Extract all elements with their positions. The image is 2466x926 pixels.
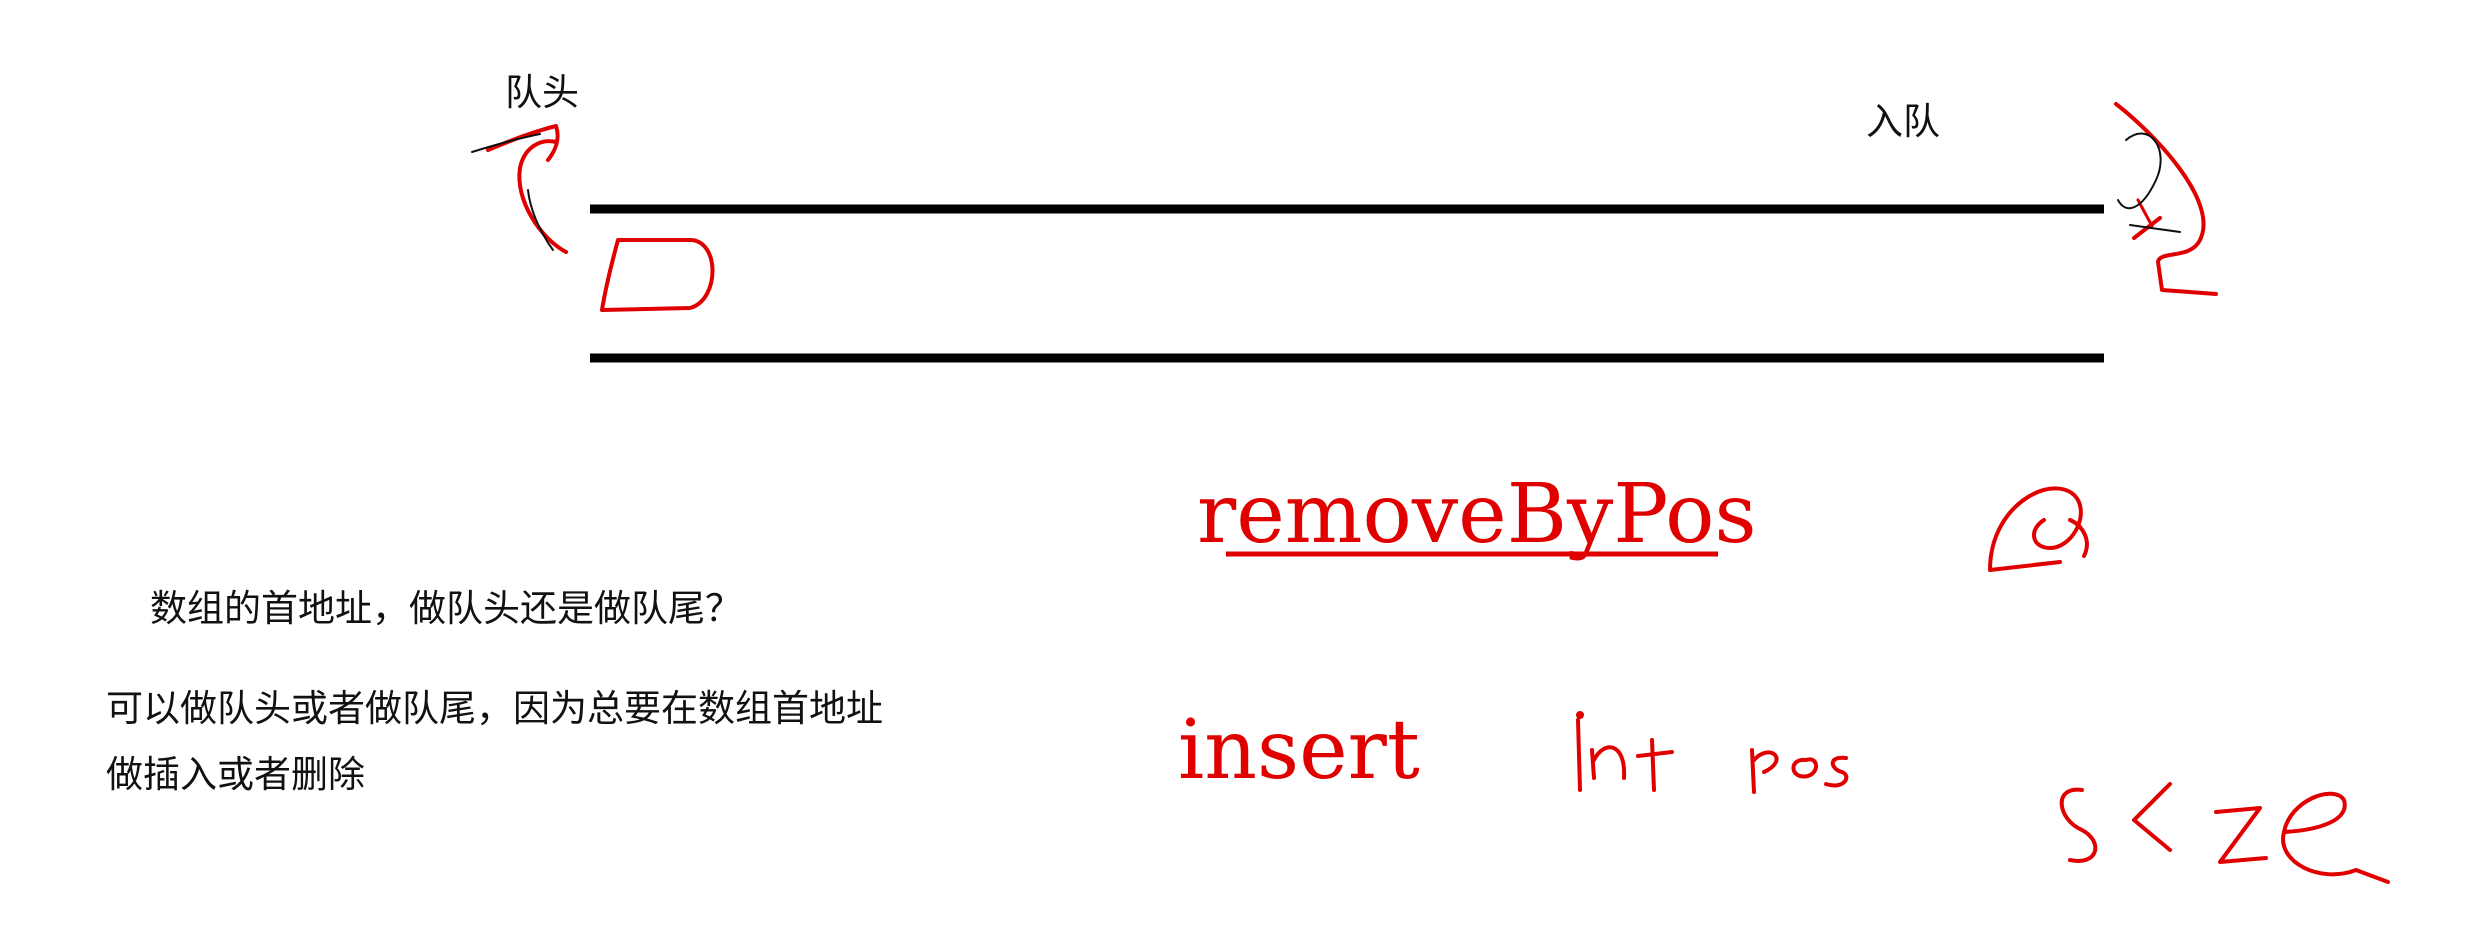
dequeue-arrow-icon: [471, 124, 568, 254]
answer-line-2: 做插入或者删除: [106, 753, 365, 796]
answer-line-1: 可以做队头或者做队尾，因为总要在数组首地址: [106, 687, 883, 730]
handwritten-int-pos: [1576, 711, 1849, 794]
remove-by-pos-text: removeByPos: [1197, 467, 1757, 562]
enqueue-label: 入队: [1866, 100, 1940, 143]
queue-head-label: 队头: [505, 71, 579, 114]
circle-scribble: [1988, 486, 2089, 572]
insert-text: insert: [1178, 703, 1420, 798]
question-text: 数组的首地址，做队头还是做队尾？: [150, 587, 742, 630]
enqueue-arrow-icon: [2114, 102, 2218, 296]
handwritten-size: [2059, 782, 2390, 884]
queue-element-shape: [600, 238, 715, 312]
answer-text: 可以做队头或者做队尾，因为总要在数组首地址 做插入或者删除: [106, 676, 883, 808]
